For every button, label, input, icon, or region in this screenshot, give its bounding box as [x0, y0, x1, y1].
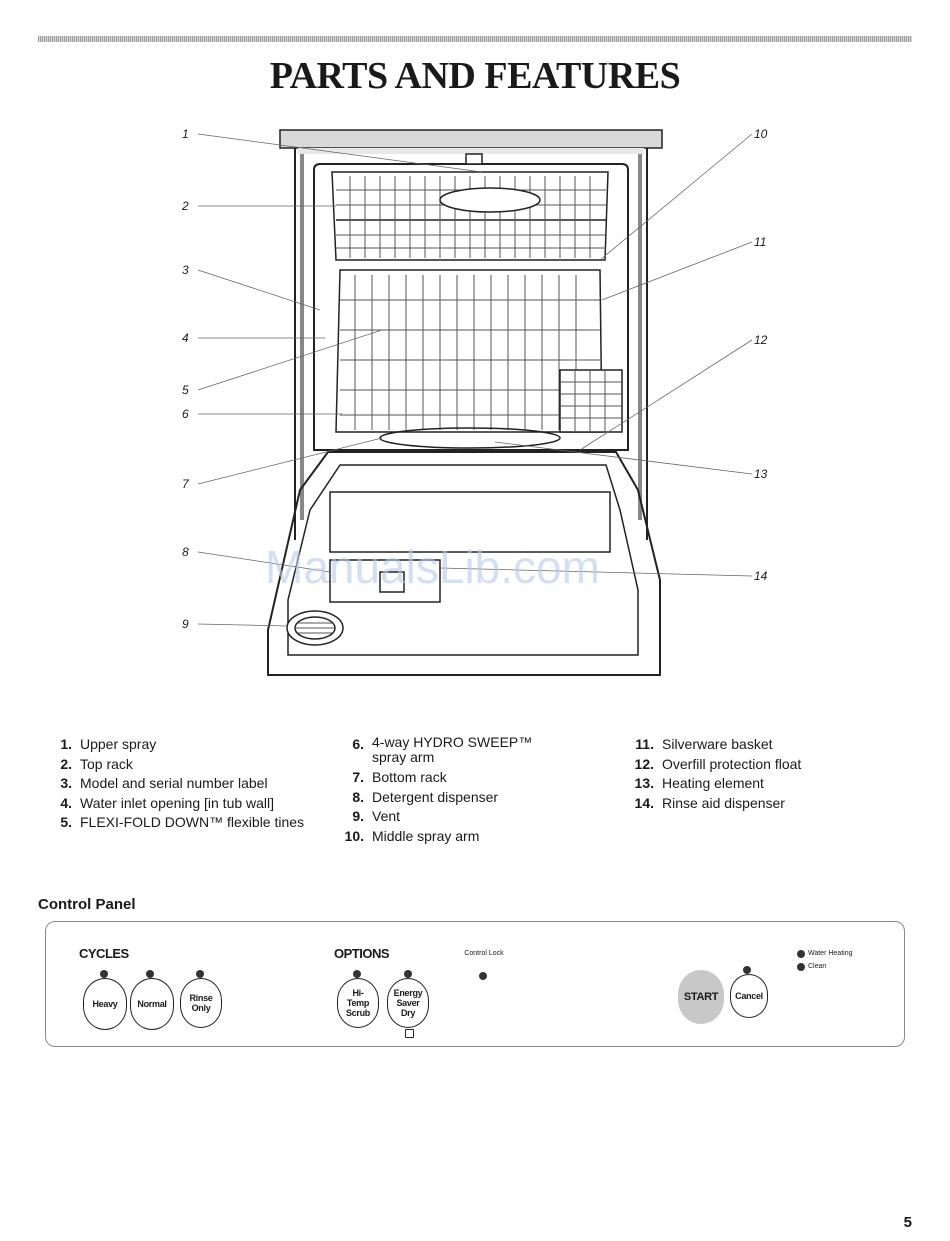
page-title: PARTS AND FEATURES: [269, 55, 681, 97]
list-item: 12.Overfill protection float: [634, 755, 802, 772]
callout-3: 3: [182, 263, 189, 277]
hi-temp-scrub-button[interactable]: Hi-Temp Scrub: [337, 978, 379, 1028]
callout-4: 4: [182, 331, 189, 345]
normal-led: [146, 970, 154, 978]
control-lock-label: Control Lock: [464, 950, 504, 957]
callout-2: 2: [182, 199, 189, 213]
callout-1: 1: [182, 127, 189, 141]
water-heating-led: [797, 950, 805, 958]
list-item: 1.Upper spray: [60, 736, 157, 752]
callout-5: 5: [182, 383, 189, 397]
list-item: 8.Detergent dispenser: [352, 788, 499, 805]
energy-saver-dry-led: [404, 970, 412, 978]
parts-list-col-3: 11.Silverware basket 12.Overfill protect…: [620, 735, 910, 813]
options-label: OPTIONS: [334, 946, 390, 961]
list-item: 14.Rinse aid dispenser: [634, 794, 785, 811]
heavy-led: [100, 970, 108, 978]
callout-12: 12: [754, 333, 768, 347]
normal-button[interactable]: Normal: [130, 978, 174, 1030]
lock-icon: [405, 1029, 414, 1038]
list-item: 6.4-way HYDRO SWEEP™ spray arm: [352, 734, 533, 765]
cycles-label: CYCLES: [79, 946, 129, 961]
list-item: 3.Model and serial number label: [60, 775, 268, 791]
hi-temp-scrub-led: [353, 970, 361, 978]
parts-list-col-1: 1.Upper spray 2.Top rack 3.Model and ser…: [38, 735, 328, 833]
callout-8: 8: [182, 545, 189, 559]
callout-7: 7: [182, 477, 189, 491]
energy-saver-dry-button[interactable]: Energy Saver Dry: [387, 978, 429, 1028]
callout-9: 9: [182, 617, 189, 631]
rinse-only-button[interactable]: Rinse Only: [180, 978, 222, 1028]
page-number: 5: [903, 1214, 912, 1231]
clean-led: [797, 963, 805, 971]
list-item: 2.Top rack: [60, 755, 133, 772]
cancel-button[interactable]: Cancel: [730, 974, 768, 1018]
control-panel: CYCLES OPTIONS Control Lock Heavy Normal…: [45, 921, 905, 1047]
list-item: 9.Vent: [352, 808, 401, 824]
list-item: 10.Middle spray arm: [344, 827, 480, 844]
list-item: 4.Water inlet opening [in tub wall]: [60, 794, 275, 811]
water-heating-label: Water Heating: [808, 950, 853, 957]
list-item: 5.FLEXI-FOLD DOWN™ flexible tines: [60, 814, 305, 830]
watermark: ManualsLib.com: [265, 541, 600, 593]
list-item: 7.Bottom rack: [352, 769, 447, 785]
control-lock-led: [479, 972, 487, 980]
callout-14: 14: [754, 569, 768, 583]
start-button[interactable]: START: [678, 970, 724, 1024]
list-item: 13.Heating element: [634, 775, 764, 791]
rinse-only-led: [196, 970, 204, 978]
clean-label: Clean: [808, 963, 827, 970]
list-item: 11.Silverware basket: [635, 736, 773, 752]
control-panel-heading: Control Panel: [38, 896, 136, 913]
callout-6: 6: [182, 407, 189, 421]
parts-list-col-2: 6.4-way HYDRO SWEEP™ spray arm 7.Bottom …: [330, 735, 600, 846]
heavy-button[interactable]: Heavy: [83, 978, 127, 1030]
callout-13: 13: [754, 467, 768, 481]
cancel-led: [743, 966, 751, 974]
top-rule: [38, 36, 912, 42]
callout-10: 10: [754, 127, 768, 141]
callout-11: 11: [754, 235, 767, 249]
dishwasher-diagram: [197, 129, 753, 676]
